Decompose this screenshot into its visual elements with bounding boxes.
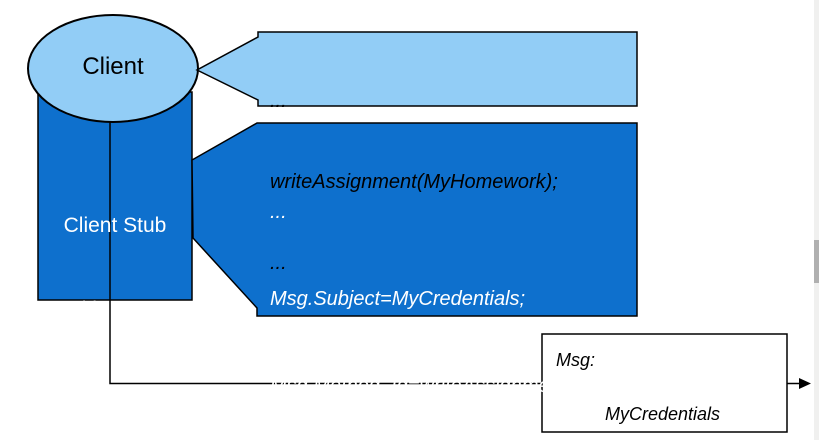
stub-code-line: Msg.Subject=MyCredentials;: [270, 288, 526, 310]
client-code-block: ... writeAssignment(MyHomework); ...: [270, 34, 558, 331]
client-code-line: ...: [270, 90, 287, 112]
stub-code-block: ... Msg.Subject=MyCredentials; Msg.Metho…: [270, 140, 600, 440]
scrollbar-track[interactable]: [814, 0, 819, 440]
client-code-callout-shape: [195, 31, 638, 107]
client-label: Client: [82, 53, 144, 80]
client-ellipse: [27, 14, 199, 123]
message-box-content: Msg: MyCredentials writeAssignment_Id My…: [556, 347, 762, 440]
message-label: Msg:: [556, 350, 596, 370]
arrow-head: [799, 378, 811, 389]
stub-code-line: ...: [270, 201, 287, 223]
message-value: MyCredentials: [605, 404, 721, 424]
message-values: MyCredentials writeAssignment_Id MyHomew…: [605, 347, 762, 440]
stub-code-callout-shape: [191, 122, 638, 317]
client-stub-label-line: with Proxy: [66, 298, 164, 321]
client-stub-box: [37, 91, 193, 301]
client-code-line: ...: [270, 252, 287, 274]
client-code-line: writeAssignment(MyHomework);: [270, 171, 558, 193]
client-stub-label-line: (here without: [54, 382, 176, 405]
message-box-shape: [541, 333, 788, 433]
client-stub-label-line: Client Stub: [63, 214, 167, 237]
scrollbar-thumb[interactable]: [814, 240, 819, 283]
client-stub-label: Client Stub with Proxy (here without PEP…: [38, 156, 192, 440]
stub-code-line: Msg.Method_Id=writeAssignment_Id;: [270, 375, 600, 397]
